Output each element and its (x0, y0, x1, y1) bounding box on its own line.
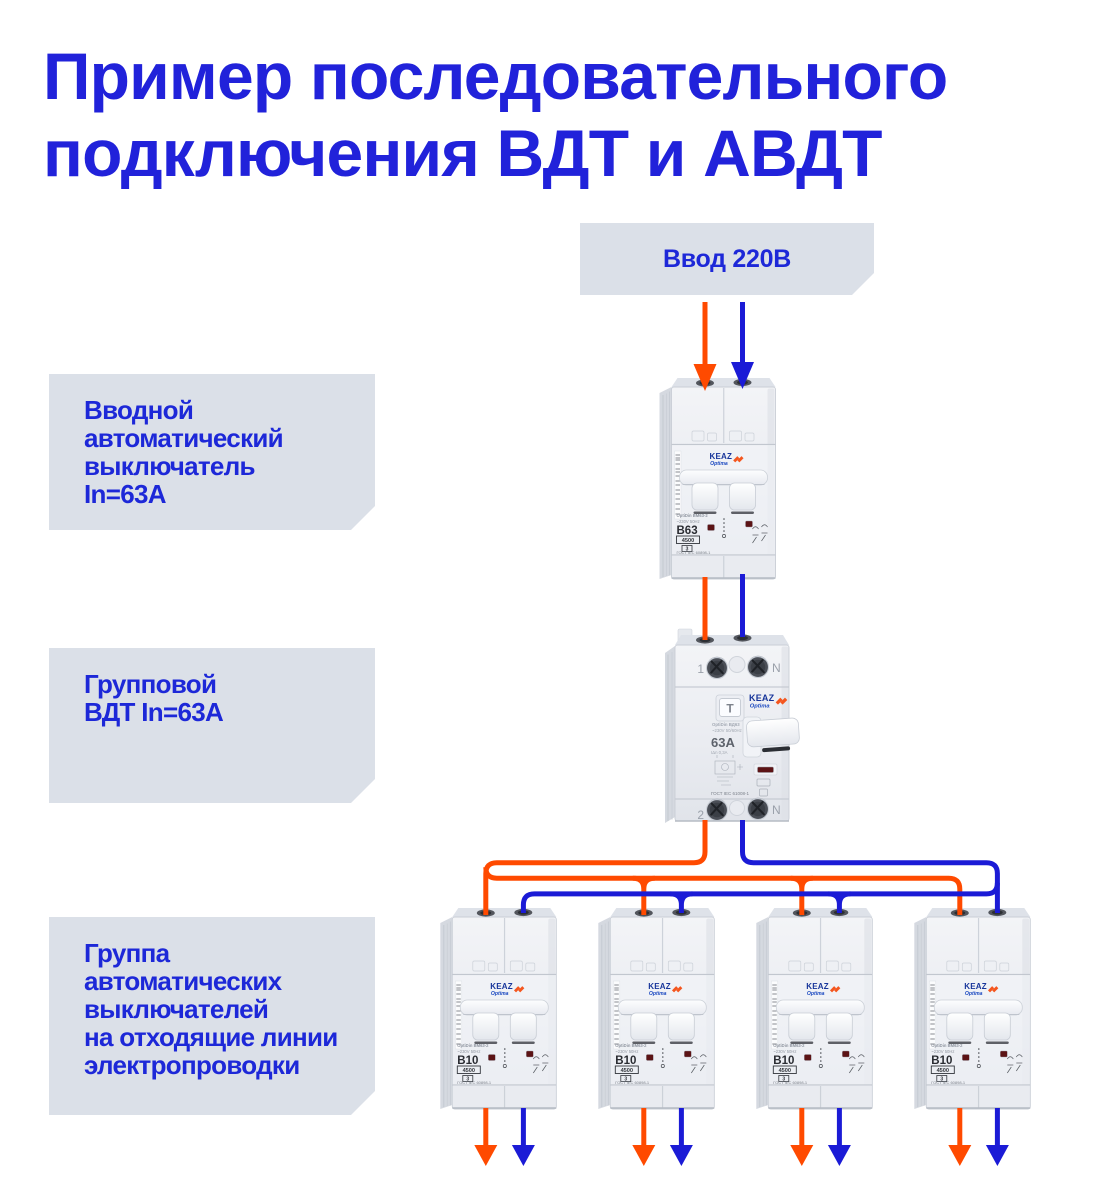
neutral-arrow-icon (669, 1145, 693, 1166)
arrowheads (474, 362, 1009, 1166)
rcd-terminal-label: 2 (697, 808, 704, 822)
callout-line: на отходящие линии (84, 1022, 338, 1052)
neutral-arrow-icon (731, 362, 754, 389)
terminal-screw (705, 798, 729, 822)
neutral-arrow-icon (827, 1145, 851, 1166)
device-rating: B10 (457, 1055, 478, 1067)
callout-line: In=63А (84, 479, 166, 509)
callout-line: Вводной (84, 395, 194, 425)
supply-input-text: Ввод 220В (663, 244, 791, 273)
callout-group-breakers: Группа автоматических выключателей на от… (49, 917, 375, 1115)
rcd-test-button (719, 698, 741, 717)
device-voltage: ~230V 50/60Hz (712, 728, 742, 733)
device-model: OptiDin ВД63 (712, 722, 740, 727)
device-energy-class: 3 (686, 547, 689, 553)
terminal-screw (705, 656, 729, 680)
device-group-breaker: OptiDin BM63-2 ~230V 50Hz B10 4500 3 ГОС… (439, 907, 557, 1110)
phase-wires (483, 302, 963, 1146)
device-standard: ГОСТ IEC 60898-1 (677, 550, 712, 555)
neutral-bus (520, 882, 1000, 913)
callout-main-breaker: Вводной автоматический выключатель In=63… (49, 374, 375, 530)
callout-line: выключателей (84, 994, 269, 1024)
device-group-breaker (598, 908, 714, 1109)
phase-arrow-icon (474, 1145, 498, 1166)
callout-line: электропроводки (84, 1050, 300, 1080)
device-rating: 63А (711, 735, 735, 750)
device-sensitivity: IΔn 0,3A (711, 750, 728, 755)
device-breaking-capacity: 4500 (463, 1068, 475, 1074)
device-model: OptiDin BM63-2 (457, 1043, 489, 1048)
phase-arrow-icon (790, 1145, 814, 1166)
device-standard: ГОСТ IEC 60898-1 (457, 1080, 492, 1085)
device-energy-class: 3 (466, 1077, 469, 1083)
device-breaking-capacity: 4500 (682, 538, 694, 544)
rcd-schematic (714, 755, 743, 786)
phase-branch (632, 875, 655, 915)
indicator-window (757, 766, 774, 773)
phase-arrow-icon (632, 1145, 656, 1166)
callout-line: Группа (84, 938, 170, 968)
phase-arrow-icon (693, 364, 717, 391)
callout-line: ВДТ In=63А (84, 697, 224, 727)
phase-branch (790, 875, 813, 915)
device-model: OptiDin BM63-2 (677, 513, 709, 518)
rcd-terminal-label: N (772, 661, 781, 675)
device-voltage: ~230V 50Hz (457, 1049, 480, 1054)
terminal-screw (746, 797, 770, 821)
callout-line: автоматических (84, 966, 282, 996)
rcd-terminal-label: N (772, 803, 781, 817)
rcd-top-face (675, 635, 789, 645)
neutral-arrow-icon (511, 1145, 535, 1166)
phase-wire-rcd-to-group (483, 820, 708, 915)
callout-line: Групповой (84, 669, 217, 699)
page-title-line2: подключения ВДТ и АВДТ (43, 116, 883, 190)
device-main-breaker: OptiDin BM63-2 ~230V 50Hz B63 4500 3 ГОС… (658, 377, 777, 580)
neutral-branch (670, 891, 693, 913)
phase-bus (483, 867, 963, 915)
neutral-wires (520, 302, 1000, 1146)
neutral-branch (828, 891, 851, 913)
page-title-line1: Пример последовательного (43, 39, 948, 113)
device-rcd: 1 N T OptiDin ВД63 ~230V 50/60Hz 63А IΔn… (665, 628, 800, 823)
callout-line: автоматический (84, 423, 283, 453)
neutral-wire-rcd-to-group (740, 820, 1000, 913)
page-title: Пример последовательного подключения ВДТ… (43, 38, 1063, 192)
device-group-breaker (914, 908, 1030, 1109)
device-rating: B63 (677, 525, 698, 537)
neutral-arrow-icon (985, 1145, 1009, 1166)
terminal-screw (746, 655, 770, 679)
rcd-test-button-label: T (726, 702, 734, 716)
rcd-side-face (665, 646, 675, 823)
callout-line: выключатель (84, 451, 255, 481)
device-group-breaker (756, 908, 872, 1109)
phase-arrow-icon (948, 1145, 972, 1166)
device-voltage: ~230V 50Hz (677, 519, 700, 524)
supply-input-label: Ввод 220В (580, 223, 874, 295)
callout-rcd: Групповой ВДТ In=63А (49, 648, 375, 803)
rcd-terminal-label: 1 (697, 662, 704, 676)
rcd-lever (746, 717, 800, 753)
device-standard: ГОСТ IEC 61008-1 (711, 791, 750, 796)
